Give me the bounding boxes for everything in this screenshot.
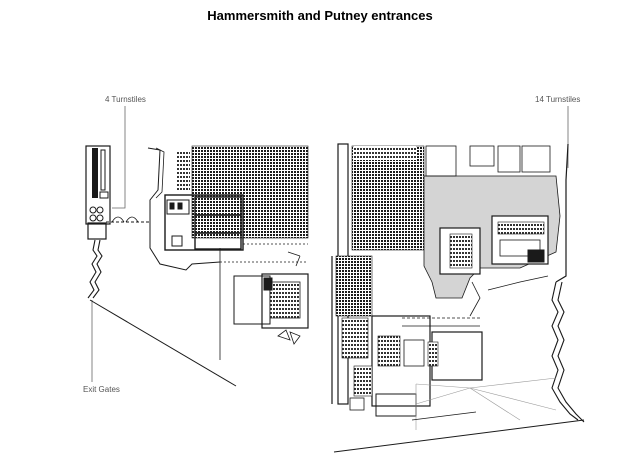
exit-gates-label: Exit Gates xyxy=(83,385,120,394)
left-turnstiles xyxy=(89,206,104,222)
right-turnstiles-label: 14 Turnstiles xyxy=(535,95,581,104)
left-kiosk-building xyxy=(164,194,244,251)
left-boundary-line xyxy=(89,299,237,387)
left-wall-column xyxy=(85,145,111,225)
right-bottom-boundary xyxy=(333,419,585,453)
right-turnstiles xyxy=(551,281,585,423)
left-seating-block xyxy=(191,145,309,239)
left-plan xyxy=(85,106,309,387)
left-turnstiles-leader xyxy=(112,106,126,209)
right-plan xyxy=(331,106,585,453)
right-seating-main xyxy=(351,145,425,251)
left-exit-gates xyxy=(87,239,103,299)
page-title: Hammersmith and Putney entrances xyxy=(207,8,433,23)
left-turnstiles-label: 4 Turnstiles xyxy=(105,95,146,104)
right-plaza-lines xyxy=(415,377,557,430)
right-seating-lower xyxy=(335,255,373,317)
